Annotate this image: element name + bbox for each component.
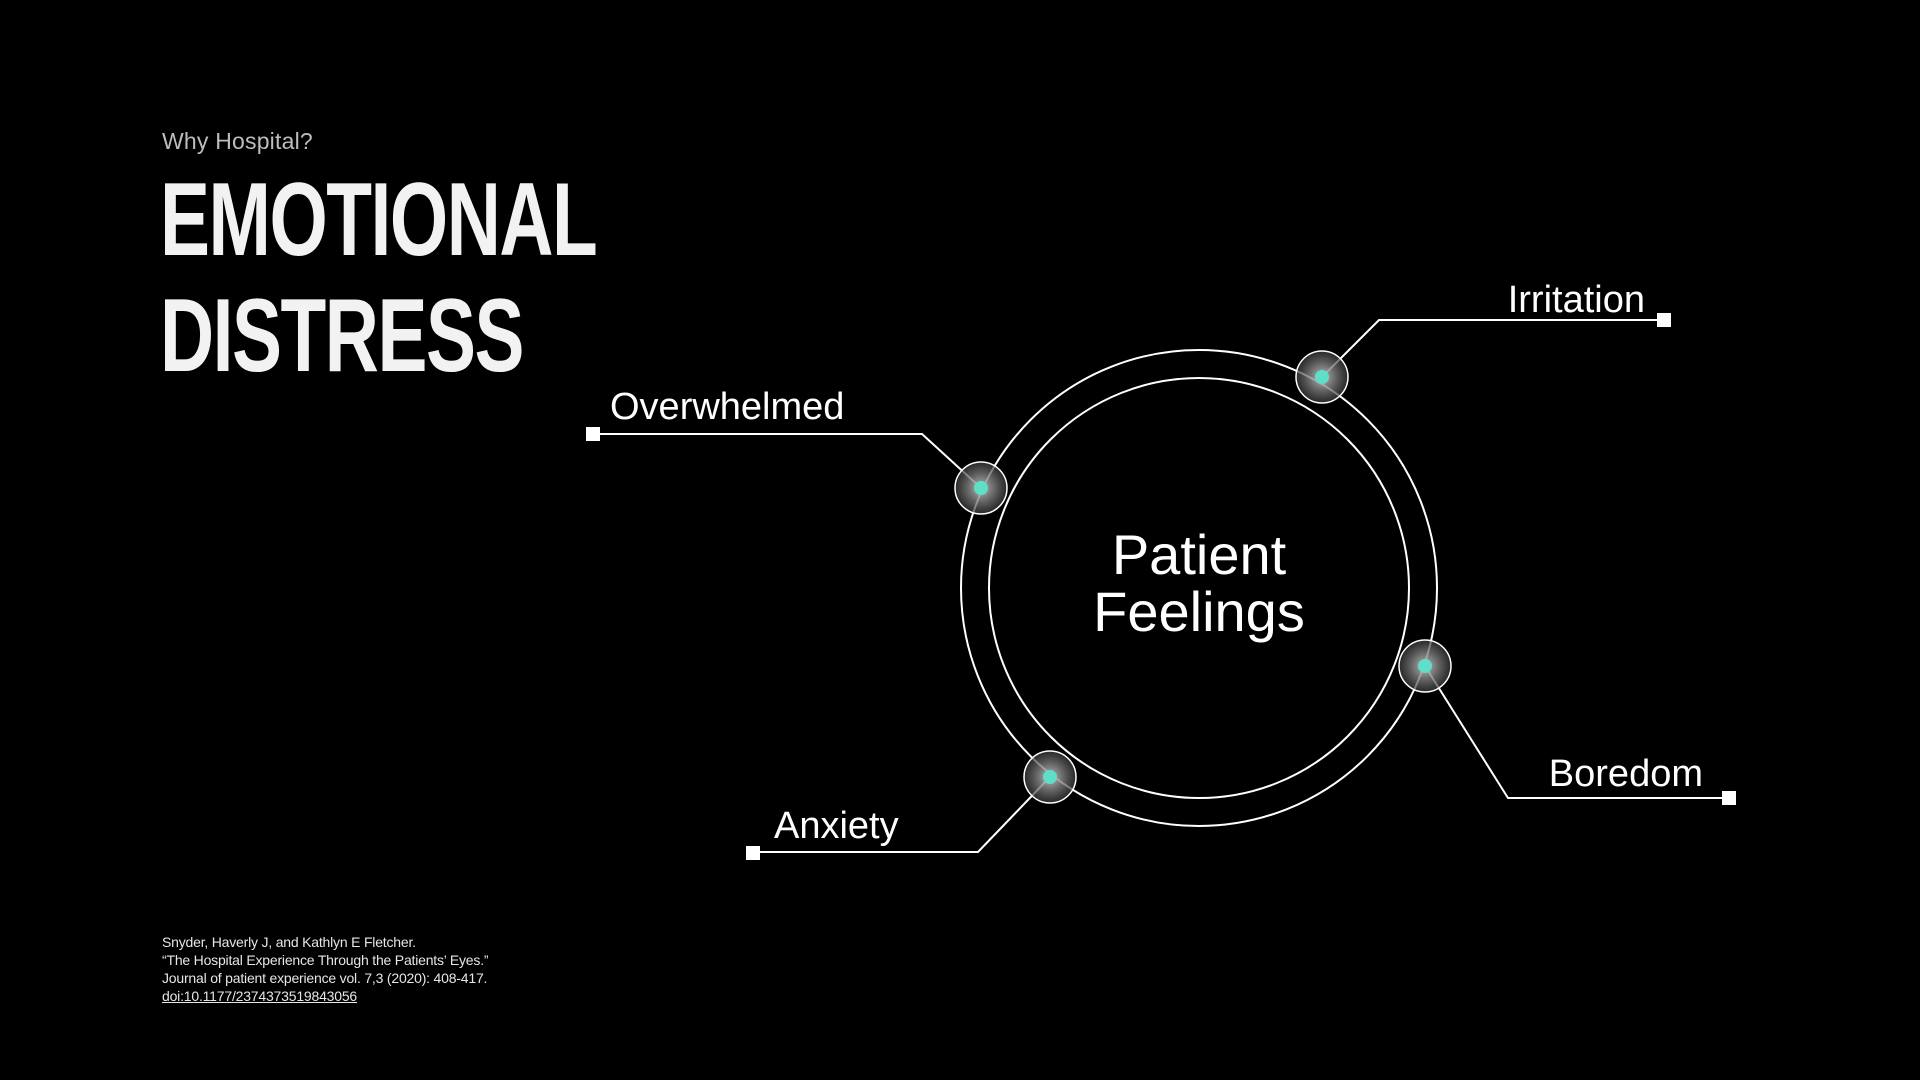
node-boredom: Boredom bbox=[1398, 639, 1736, 805]
citation-line-1: Snyder, Haverly J, and Kathlyn E Fletche… bbox=[162, 934, 416, 950]
outer-ring bbox=[960, 349, 1438, 827]
overwhelmed-connector bbox=[593, 433, 982, 489]
irritation-endpoint bbox=[1657, 313, 1671, 327]
inner-ring bbox=[988, 377, 1410, 799]
boredom-endpoint bbox=[1722, 791, 1736, 805]
overwhelmed-endpoint bbox=[586, 427, 600, 441]
node-anxiety: Anxiety bbox=[746, 750, 1077, 860]
anxiety-label: Anxiety bbox=[774, 805, 899, 847]
citation-line-3: Journal of patient experience vol. 7,3 (… bbox=[162, 970, 488, 986]
center-label-line-2: Feelings bbox=[1093, 580, 1305, 643]
citation: Snyder, Haverly J, and Kathlyn E Fletche… bbox=[162, 933, 489, 1005]
eyebrow-label: Why Hospital? bbox=[162, 128, 313, 154]
citation-line-2: “The Hospital Experience Through the Pat… bbox=[162, 952, 489, 968]
irritation-label: Irritation bbox=[1508, 279, 1645, 321]
title-line-1: EMOTIONAL bbox=[160, 162, 598, 278]
node-irritation: Irritation bbox=[1295, 279, 1671, 404]
node-overwhelmed: Overwhelmed bbox=[586, 386, 1008, 515]
boredom-dot bbox=[1418, 659, 1432, 673]
anxiety-connector bbox=[753, 776, 1051, 853]
anxiety-endpoint bbox=[746, 846, 760, 860]
overwhelmed-label: Overwhelmed bbox=[610, 386, 844, 428]
boredom-label: Boredom bbox=[1549, 753, 1703, 795]
irritation-dot bbox=[1315, 370, 1329, 384]
title-line-2: DISTRESS bbox=[160, 278, 524, 394]
anxiety-dot bbox=[1043, 770, 1057, 784]
boredom-connector bbox=[1424, 665, 1729, 799]
center-label-line-1: Patient bbox=[1112, 523, 1287, 586]
page-title: EMOTIONAL DISTRESS bbox=[160, 162, 598, 394]
citation-doi-link[interactable]: doi:10.1177/2374373519843056 bbox=[162, 988, 358, 1004]
irritation-connector bbox=[1321, 319, 1664, 378]
overwhelmed-dot bbox=[974, 481, 988, 495]
